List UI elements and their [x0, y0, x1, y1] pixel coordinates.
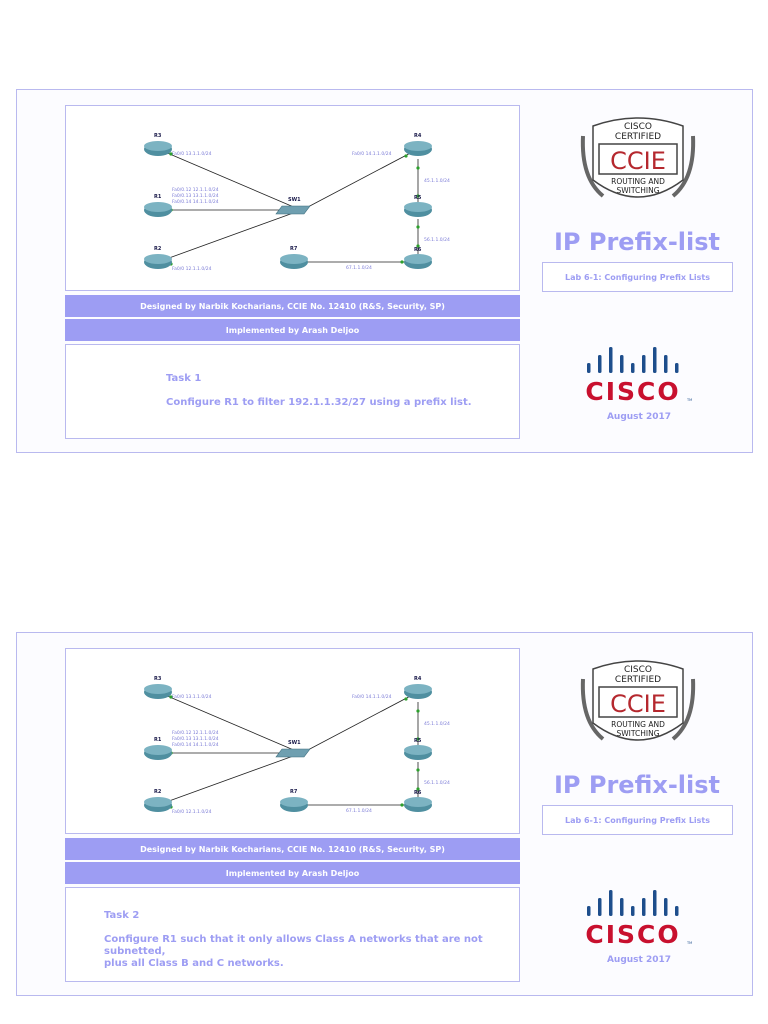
- network-diagram: R3 R1 R2 R4 R5 R6 R7 SW1 Fa0/0 13.1.1.0/…: [65, 105, 520, 291]
- ccie-badge-icon: CISCO CERTIFIED CCIE ROUTING AND SWITCHI…: [580, 660, 696, 741]
- task-title: Task 1: [166, 373, 202, 384]
- router-r4-label: R4: [414, 133, 422, 139]
- cisco-logo-text: CISCO: [585, 920, 680, 949]
- router-r2-icon: [144, 797, 172, 812]
- router-r3-icon: [144, 141, 172, 156]
- lab-title: Lab 6-1: Configuring Prefix Lists: [542, 262, 733, 292]
- task-box: Task 2 Configure R1 such that it only al…: [65, 887, 520, 982]
- link-label-r3: Fa0/0 13.1.1.0/24: [172, 151, 212, 157]
- cisco-logo-text: CISCO: [585, 377, 680, 406]
- switch-sw1-icon: [275, 748, 311, 758]
- date-label: August 2017: [606, 412, 672, 422]
- badge-line1: CISCO: [624, 665, 652, 675]
- link-label-r2: Fa0/0 12.1.1.0/24: [172, 266, 212, 272]
- task-box: Task 1 Configure R1 to filter 192.1.1.32…: [65, 344, 520, 439]
- router-r7-label: R7: [290, 246, 298, 252]
- router-r7-icon: [280, 254, 308, 269]
- badge-line3: ROUTING AND: [611, 720, 665, 729]
- link-label-r3: Fa0/0 13.1.1.0/24: [172, 694, 212, 700]
- badge-line1: CISCO: [624, 122, 652, 132]
- cisco-tm: TM: [686, 398, 692, 402]
- link-label-r5-r6: 56.1.1.0/24: [424, 780, 450, 786]
- router-r5-icon: [404, 745, 432, 760]
- date-label: August 2017: [606, 955, 672, 965]
- cisco-logo-icon: CISCO TM: [585, 890, 692, 949]
- link-label-r1-b: Fa0/0.13 13.1.1.0/24: [172, 736, 219, 742]
- router-r6-label: R6: [414, 790, 422, 796]
- router-r3-icon: [144, 684, 172, 699]
- router-r2-label: R2: [154, 246, 162, 252]
- implemented-by-banner: Implemented by Arash Deljoo: [65, 319, 520, 341]
- task-text: Configure R1 such that it only allows Cl…: [104, 934, 483, 969]
- ccie-badge-icon: CISCO CERTIFIED CCIE ROUTING AND SWITCHI…: [580, 117, 696, 198]
- topic-title: IP Prefix-list: [553, 771, 721, 799]
- router-r4-icon: [404, 141, 432, 156]
- network-diagram: R3 R1 R2 R4 R5 R6 R7 SW1 Fa0/0 13.1.1.0/…: [65, 648, 520, 834]
- router-r5-label: R5: [414, 738, 422, 744]
- link-label-r1-c: Fa0/0.14 14.1.1.0/24: [172, 199, 219, 205]
- cisco-logo-icon: CISCO TM: [585, 347, 692, 406]
- task-text: Configure R1 to filter 192.1.1.32/27 usi…: [166, 397, 472, 408]
- link-label-r4: Fa0/0 14.1.1.0/24: [352, 151, 392, 157]
- router-r6-icon: [404, 797, 432, 812]
- link-label-r6-r7: 67.1.1.0/24: [346, 808, 372, 814]
- link-label-r2: Fa0/0 12.1.1.0/24: [172, 809, 212, 815]
- badge-ccie: CCIE: [610, 690, 666, 718]
- slide-2: R3 R1 R2 R4 R5 R6 R7 SW1 Fa0/0 13.1.1.0/…: [16, 632, 753, 996]
- router-r2-label: R2: [154, 789, 162, 795]
- switch-sw1-icon: [275, 205, 311, 215]
- badge-line4: SWITCHING: [616, 729, 659, 738]
- cisco-tm: TM: [686, 941, 692, 945]
- link-label-r4-r5: 45.1.1.0/24: [424, 721, 450, 727]
- router-r7-icon: [280, 797, 308, 812]
- switch-sw1-label: SW1: [288, 197, 301, 203]
- router-r2-icon: [144, 254, 172, 269]
- router-r1-icon: [144, 745, 172, 760]
- network-topology-svg: R3 R1 R2 R4 R5 R6 R7 SW1 Fa0/0 13.1.1.0/…: [144, 133, 450, 272]
- badge-ccie: CCIE: [610, 147, 666, 175]
- implemented-by-banner: Implemented by Arash Deljoo: [65, 862, 520, 884]
- router-r5-label: R5: [414, 195, 422, 201]
- link-label-r6-r7: 67.1.1.0/24: [346, 265, 372, 271]
- router-r5-icon: [404, 202, 432, 217]
- badge-line4: SWITCHING: [616, 186, 659, 195]
- router-r6-icon: [404, 254, 432, 269]
- designed-by-banner: Designed by Narbik Kocharians, CCIE No. …: [65, 838, 520, 860]
- router-r6-label: R6: [414, 247, 422, 253]
- router-r3-label: R3: [154, 676, 162, 682]
- link-label-r4: Fa0/0 14.1.1.0/24: [352, 694, 392, 700]
- badge-line2: CERTIFIED: [615, 132, 661, 142]
- router-r1-icon: [144, 202, 172, 217]
- network-topology-svg: R3 R1 R2 R4 R5 R6 R7 SW1 Fa0/0 13.1.1.0/…: [144, 676, 450, 815]
- switch-sw1-label: SW1: [288, 740, 301, 746]
- task-title: Task 2: [104, 910, 140, 921]
- link-label-r5-r6: 56.1.1.0/24: [424, 237, 450, 243]
- lab-title: Lab 6-1: Configuring Prefix Lists: [542, 805, 733, 835]
- slide-1: R3 R1 R2 R4 R5 R6 R7 SW1 Fa0/0 13.1.1.0/…: [16, 89, 753, 453]
- topic-title: IP Prefix-list: [553, 228, 721, 256]
- router-r4-label: R4: [414, 676, 422, 682]
- designed-by-banner: Designed by Narbik Kocharians, CCIE No. …: [65, 295, 520, 317]
- router-r1-label: R1: [154, 194, 162, 200]
- router-r4-icon: [404, 684, 432, 699]
- link-label-r1-a: Fa0/0.12 12.1.1.0/24: [172, 730, 219, 736]
- router-r1-label: R1: [154, 737, 162, 743]
- badge-line2: CERTIFIED: [615, 675, 661, 685]
- router-r3-label: R3: [154, 133, 162, 139]
- link-label-r1-a: Fa0/0.12 12.1.1.0/24: [172, 187, 219, 193]
- link-label-r4-r5: 45.1.1.0/24: [424, 178, 450, 184]
- link-label-r1-c: Fa0/0.14 14.1.1.0/24: [172, 742, 219, 748]
- badge-line3: ROUTING AND: [611, 177, 665, 186]
- link-label-r1-b: Fa0/0.13 13.1.1.0/24: [172, 193, 219, 199]
- router-r7-label: R7: [290, 789, 298, 795]
